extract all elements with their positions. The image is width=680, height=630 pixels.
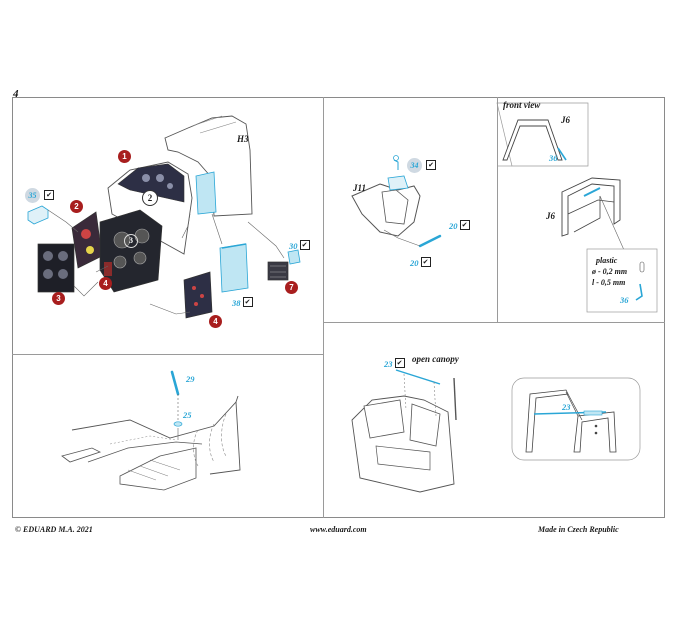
footer-origin: Made in Czech Republic <box>538 525 619 534</box>
callout-badge-7: 7 <box>285 281 298 294</box>
checkbox-35[interactable]: ✔ <box>44 190 54 200</box>
checkbox-20b[interactable]: ✔ <box>420 257 431 268</box>
divider-vertical-right <box>497 97 498 323</box>
part-35-number: 35 <box>25 188 40 203</box>
checkbox-38[interactable]: ✔ <box>242 297 253 308</box>
checkbox-34[interactable]: ✔ <box>426 160 436 170</box>
ref-j6-top: J6 <box>561 115 570 125</box>
ref-j6-side: J6 <box>546 211 555 221</box>
part-25-number: 25 <box>183 410 192 420</box>
divider-horizontal-left <box>12 354 323 355</box>
plastic-part-36: 36 <box>620 295 629 305</box>
part-23: 23✔ <box>384 354 405 372</box>
footer-website[interactable]: www.eduard.com <box>310 525 367 534</box>
part-30-number: 30 <box>289 241 298 251</box>
open-canopy-label: open canopy <box>412 354 459 364</box>
divider-vertical-main <box>323 97 324 518</box>
part-34-number: 34 <box>407 158 422 173</box>
callout-badge-1: 1 <box>118 150 131 163</box>
ref-j11: J11 <box>353 183 367 193</box>
bulkhead-h3 <box>164 115 253 217</box>
divider-horizontal-right <box>323 322 665 323</box>
checkbox-30[interactable]: ✔ <box>299 240 310 251</box>
instruction-frame <box>12 97 665 518</box>
plastic-diameter: ø - 0,2 mm <box>592 267 628 276</box>
front-view-label: front view <box>503 100 541 110</box>
page-number: 4 <box>13 88 19 100</box>
checkbox-23[interactable]: ✔ <box>394 358 405 369</box>
panel-mark-2: 2 <box>142 190 158 206</box>
checkbox-20a[interactable]: ✔ <box>459 220 470 231</box>
plastic-length: l - 0,5 mm <box>592 278 626 287</box>
part-20b: 20✔ <box>410 253 431 271</box>
part-20b-number: 20 <box>410 258 419 268</box>
callout-badge-2: 2 <box>70 200 83 213</box>
part-38-number: 38 <box>232 298 241 308</box>
plastic-title: plastic <box>596 256 618 265</box>
part-20a-number: 20 <box>449 221 458 231</box>
callout-badge-4b: 4 <box>209 315 222 328</box>
part-30: 30✔ <box>289 236 310 254</box>
callout-badge-4a: 4 <box>99 277 112 290</box>
gauge-mark-3: 3 <box>124 234 138 248</box>
part-23-number: 23 <box>384 359 393 369</box>
callout-badge-3: 3 <box>52 292 65 305</box>
part-20a: 20✔ <box>449 216 470 234</box>
part-36-top: 36 <box>549 153 558 163</box>
ref-h3: H3 <box>237 134 249 144</box>
detail-part-23: 23 <box>562 402 571 412</box>
part-29-number: 29 <box>186 374 195 384</box>
footer-copyright: © EDUARD M.A. 2021 <box>15 525 93 534</box>
part-38: 38✔ <box>232 293 253 311</box>
